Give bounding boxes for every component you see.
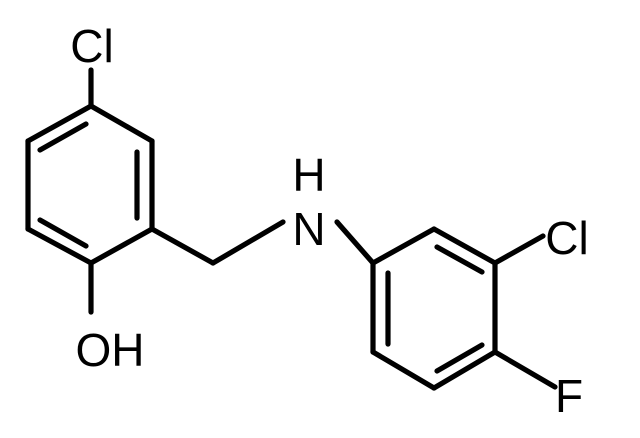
bond-ring2-c1-c2: [370, 226, 437, 266]
atom-label-nitrogen: N: [292, 203, 325, 255]
bond-n-ring2: [334, 219, 376, 266]
bond-ring1-ch2: [149, 226, 216, 266]
bond-ring2-inner-a: [434, 244, 485, 275]
bond-ch2-n: [210, 219, 286, 266]
bond-ring1-inner-c: [37, 121, 89, 153]
bond-ring2-inner-b: [434, 342, 485, 374]
atom-label-fluorine: F: [555, 370, 583, 422]
bond-c-cl-right: [492, 233, 546, 266]
bond-ring2-c4-c5: [431, 349, 498, 391]
atom-labels: Cl H N Cl OH F: [70, 20, 588, 422]
bond-c-f: [492, 349, 558, 390]
bond-ring1-c4-c5: [25, 226, 94, 266]
bond-ring2-c5-c6: [370, 349, 437, 391]
bond-ring1-c6-c1: [25, 103, 94, 144]
bond-ring2-c2-c3: [431, 226, 498, 266]
atom-label-cl-right: Cl: [545, 212, 588, 264]
bond-ring1-c3-c4: [88, 226, 155, 266]
atom-label-cl-top: Cl: [70, 20, 113, 72]
atom-label-nh-hydrogen: H: [292, 149, 325, 201]
bond-ring1-inner-b: [37, 217, 89, 249]
atom-label-hydroxyl: OH: [76, 324, 145, 376]
bond-ring1-c1-c2: [88, 103, 155, 144]
bonds: [25, 67, 558, 391]
